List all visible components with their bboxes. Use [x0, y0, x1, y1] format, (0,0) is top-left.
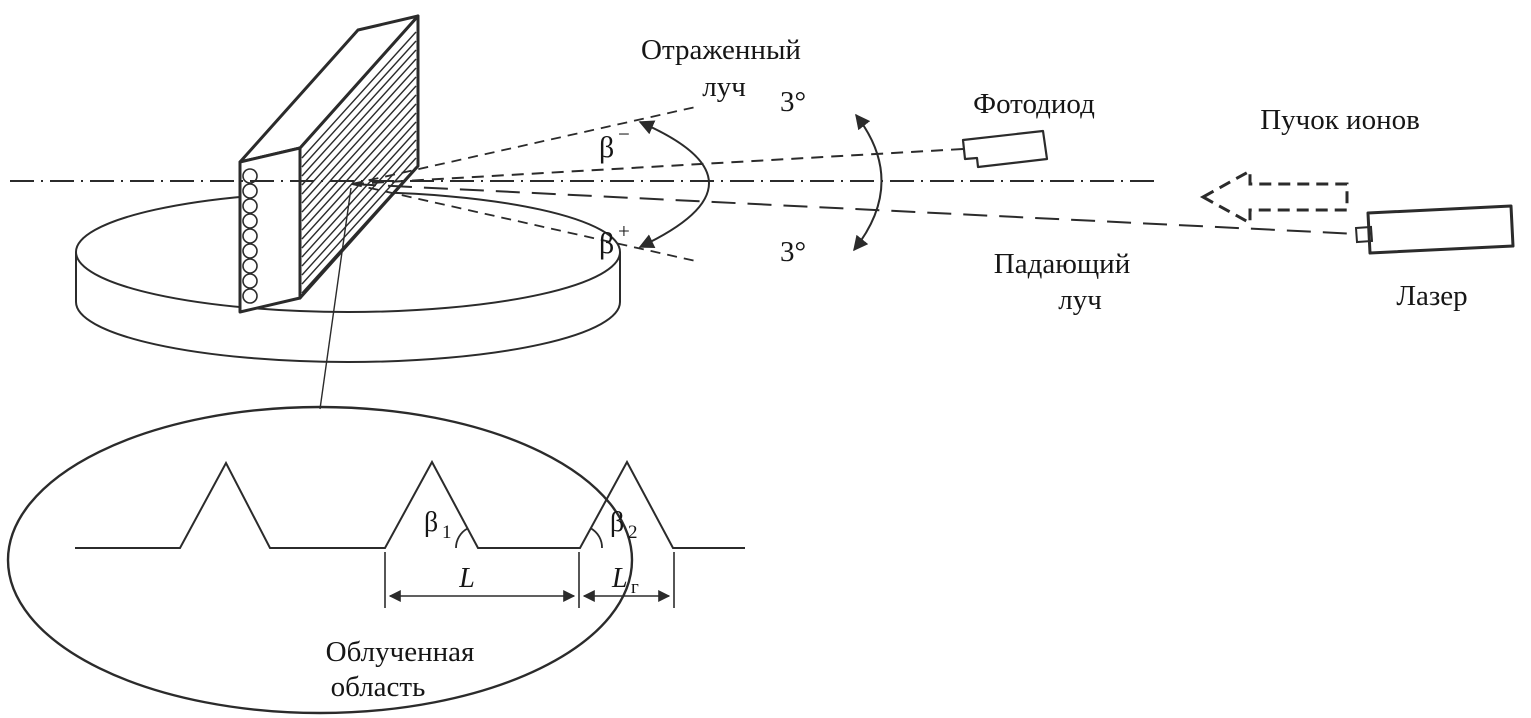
zoom-ellipse — [6, 405, 634, 715]
ion-beam-block-arrow — [1199, 168, 1349, 226]
irradiated-area-label-line2: область — [331, 671, 426, 703]
angle-arrows — [638, 113, 883, 252]
beta1-angle-arc — [455, 527, 468, 549]
hatch-line — [301, 85, 417, 213]
beta1-subscript: 1 — [442, 522, 452, 543]
beta-plus-label: β — [599, 227, 614, 260]
reflected-beam-to-photodiode — [351, 148, 964, 185]
deflected-ray-beta-plus — [351, 183, 701, 263]
hatch-line — [301, 139, 417, 267]
coil-ring — [242, 288, 258, 304]
beam-lines — [10, 105, 1359, 263]
hatch-line — [301, 58, 417, 186]
coil-ring — [242, 258, 258, 274]
angle-bottom-label: 3° — [780, 236, 806, 268]
coil-ring — [242, 243, 258, 259]
hatch-line — [301, 31, 417, 159]
beta1-label: β — [424, 507, 438, 538]
hatch-line — [301, 67, 417, 195]
laser-body — [1366, 204, 1515, 255]
hatch-line — [301, 49, 417, 177]
hatch-line — [301, 94, 417, 222]
period-length-label: L — [458, 563, 475, 594]
slab-coil-rings — [242, 168, 258, 304]
coil-ring — [242, 183, 258, 199]
incident-beam-from-laser — [351, 183, 1359, 235]
beta-minus-label: β — [599, 131, 614, 164]
beta-plus-superscript: + — [618, 219, 630, 243]
laser-label: Лазер — [1396, 280, 1467, 312]
beta-minus-superscript: − — [618, 122, 630, 146]
hatch-line — [301, 112, 417, 240]
coil-ring — [242, 273, 258, 289]
beta2-label: β — [610, 507, 624, 538]
photodiode-label: Фотодиод — [973, 88, 1095, 120]
laser-device — [1354, 204, 1515, 255]
hatch-line — [301, 103, 417, 231]
laser-aperture — [1354, 225, 1374, 244]
diagram-labels: Отраженный луч 3° 3° Фотодиод Пучок ионо… — [326, 34, 1468, 703]
hatch-line — [301, 40, 417, 168]
ripple-length-label: L — [611, 563, 628, 594]
incident-beam-label-line1: Падающий — [994, 248, 1130, 280]
three-degree-arc-arrow — [853, 113, 883, 252]
angle-top-label: 3° — [780, 86, 806, 118]
beta2-subscript: 2 — [628, 522, 638, 543]
ripple-length-subscript: г — [631, 577, 639, 598]
beta-range-arc-arrow — [638, 120, 710, 249]
reflected-beam-label-line2: луч — [702, 71, 746, 103]
coil-ring — [242, 213, 258, 229]
beta2-angle-arc — [590, 527, 603, 549]
dimension-annotations — [384, 552, 675, 608]
deflected-ray-beta-minus — [351, 105, 701, 185]
hatch-line — [301, 148, 417, 276]
hatch-line — [301, 157, 417, 285]
reflected-beam-label-line1: Отраженный — [641, 34, 801, 66]
zoom-callout-line — [319, 187, 352, 410]
incident-beam-label-line2: луч — [1058, 284, 1102, 316]
coil-ring — [242, 228, 258, 244]
coil-ring — [242, 168, 258, 184]
disk-bottom-edge — [75, 301, 621, 363]
surface-ripple-profile — [75, 459, 745, 549]
sample-slab — [238, 14, 420, 314]
irradiated-area-label-line1: Облученная — [326, 636, 475, 668]
zoom-view — [6, 405, 745, 715]
hatch-line — [301, 166, 417, 294]
ion-beam-label: Пучок ионов — [1260, 104, 1420, 136]
hatch-line — [301, 130, 417, 258]
slab-hatch-lines — [301, 31, 417, 294]
coil-ring — [242, 198, 258, 214]
photodiode-body — [961, 129, 1049, 169]
